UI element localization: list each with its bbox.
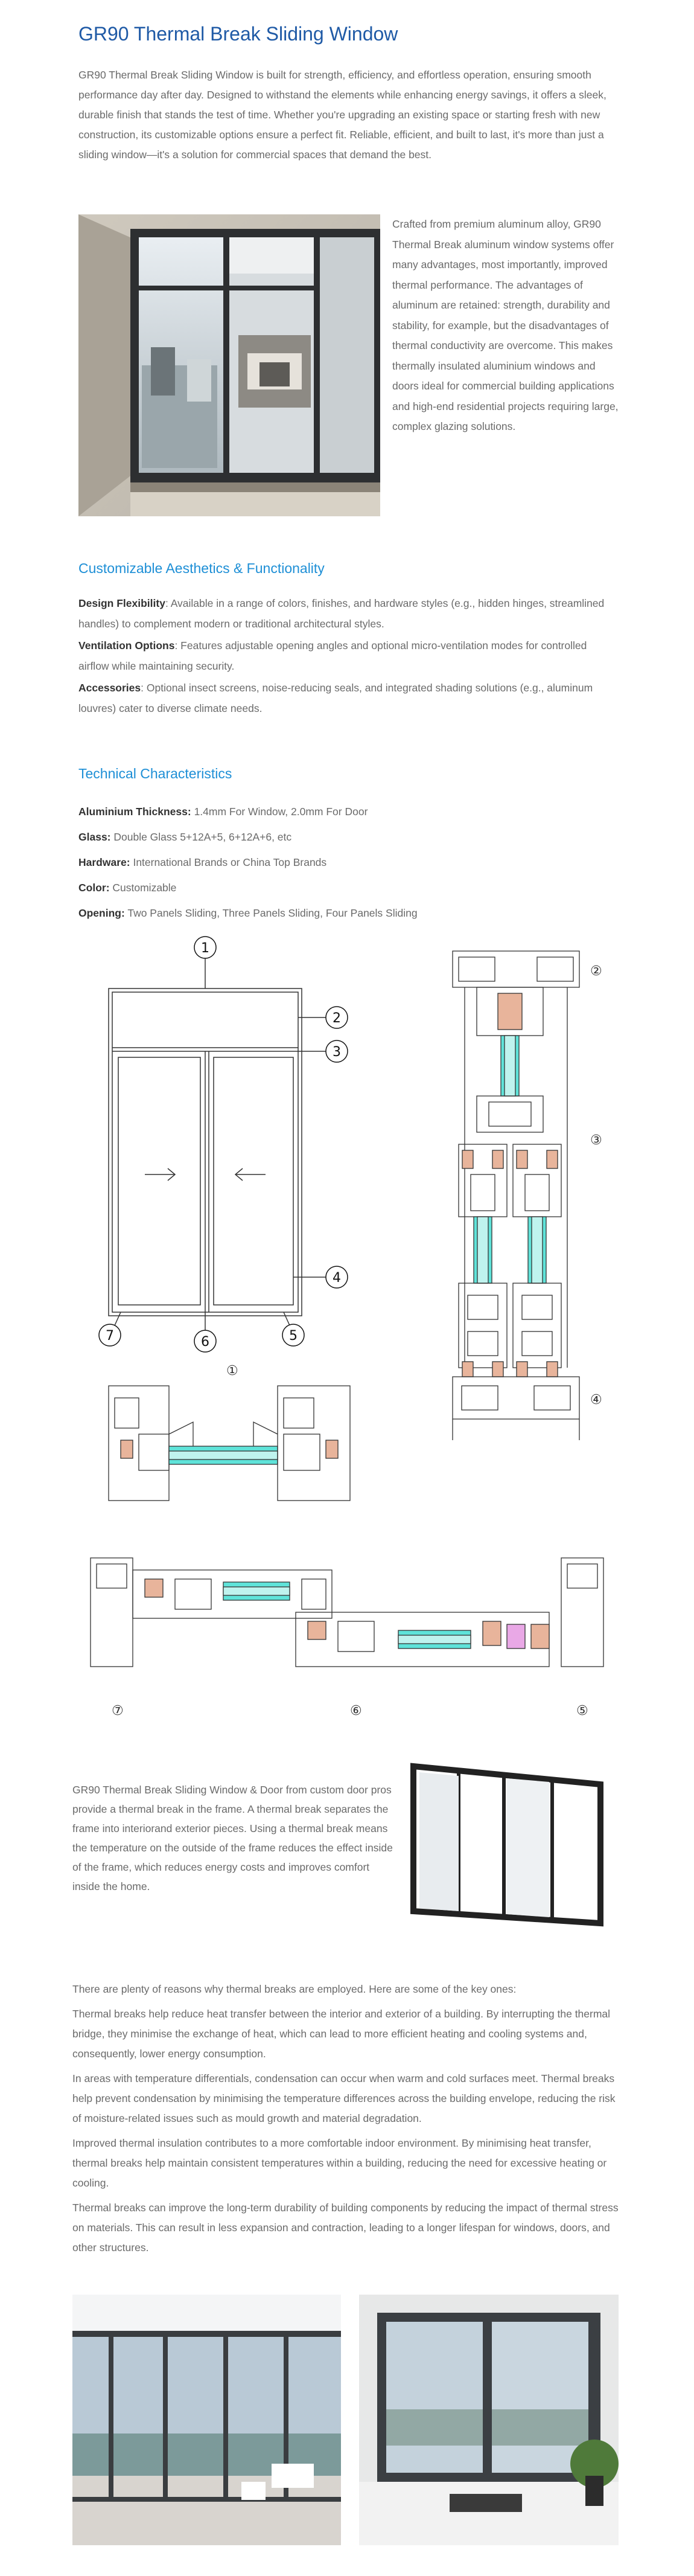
callout-1: 1 xyxy=(201,941,209,956)
hsection-callout-6: ⑥ xyxy=(350,1703,362,1719)
callout-2: 2 xyxy=(333,1011,341,1026)
sliding-door-image xyxy=(401,1760,619,1929)
horizontal-section-drawing: ⑦ ⑥ ⑤ xyxy=(84,1546,616,1727)
item-label: Accessories xyxy=(78,682,141,694)
spec-row: Opening: Two Panels Sliding, Three Panel… xyxy=(78,900,616,926)
section-heading-technical: Technical Characteristics xyxy=(78,766,232,781)
spec-row: Glass: Double Glass 5+12A+5, 6+12A+6, et… xyxy=(78,824,616,850)
spec-label: Aluminium Thickness: xyxy=(78,806,191,818)
callout-7: 7 xyxy=(106,1328,114,1344)
hsection-callout-7: ⑦ xyxy=(112,1703,124,1719)
reason-paragraph: Thermal breaks help reduce heat transfer… xyxy=(72,2008,611,2060)
reasons-section: There are plenty of reasons why thermal … xyxy=(72,1979,619,2258)
reason-paragraph: In areas with temperature differentials,… xyxy=(72,2072,616,2124)
intro-paragraph: GR90 Thermal Break Sliding Window is bui… xyxy=(78,69,606,161)
item-label: Design Flexibility xyxy=(78,597,165,609)
spec-label: Glass: xyxy=(78,831,111,843)
spec-value: International Brands or China Top Brands xyxy=(130,856,327,868)
spec-value: Double Glass 5+12A+5, 6+12A+6, etc xyxy=(110,831,292,843)
head-callout-1: ① xyxy=(226,1363,238,1378)
technical-list: Aluminium Thickness: 1.4mm For Window, 2… xyxy=(78,799,616,926)
elevation-drawing: 1 2 3 4 6 5 7 xyxy=(84,933,374,1362)
spec-value: 1.4mm For Window, 2.0mm For Door xyxy=(191,806,368,818)
section-heading-customizable: Customizable Aesthetics & Functionality xyxy=(78,560,325,576)
callout-5: 5 xyxy=(289,1328,298,1344)
item-text: : Optional insect screens, noise-reducin… xyxy=(78,682,593,714)
item-text: : Available in a range of colors, finish… xyxy=(78,597,605,630)
spec-value: Customizable xyxy=(109,882,177,894)
thermal-break-paragraph: GR90 Thermal Break Sliding Window & Door… xyxy=(72,1784,393,1892)
section-callout-4: ④ xyxy=(590,1392,602,1408)
item-text: : Features adjustable opening angles and… xyxy=(78,639,587,672)
side-paragraph: Crafted from premium aluminum alloy, GR9… xyxy=(392,218,619,432)
spec-row: Aluminium Thickness: 1.4mm For Window, 2… xyxy=(78,799,616,824)
list-item: Accessories: Optional insect screens, no… xyxy=(78,678,616,719)
callout-6: 6 xyxy=(201,1334,209,1350)
reason-paragraph: Improved thermal insulation contributes … xyxy=(72,2137,607,2189)
page-title: GR90 Thermal Break Sliding Window xyxy=(78,23,398,45)
spec-row: Hardware: International Brands or China … xyxy=(78,850,616,875)
callout-4: 4 xyxy=(333,1270,341,1286)
spec-value: Two Panels Sliding, Three Panels Sliding… xyxy=(124,907,418,919)
callout-3: 3 xyxy=(333,1045,341,1060)
section-callout-2: ② xyxy=(590,964,602,979)
section-callout-3: ③ xyxy=(590,1133,602,1148)
item-label: Ventilation Options xyxy=(78,639,175,652)
customizable-list: Design Flexibility: Available in a range… xyxy=(78,593,616,719)
interior-photo-right xyxy=(359,2295,619,2545)
hsection-callout-5: ⑤ xyxy=(576,1703,588,1719)
vertical-section-drawing: ② ③ ④ xyxy=(441,945,616,1458)
head-section-drawing: ① xyxy=(103,1362,362,1519)
list-item: Design Flexibility: Available in a range… xyxy=(78,593,616,634)
reasons-intro: There are plenty of reasons why thermal … xyxy=(72,1983,517,1995)
spec-row: Color: Customizable xyxy=(78,875,616,900)
interior-photo-left xyxy=(72,2295,341,2545)
spec-label: Hardware: xyxy=(78,856,130,868)
window-photo xyxy=(78,214,380,516)
spec-label: Opening: xyxy=(78,907,125,919)
list-item: Ventilation Options: Features adjustable… xyxy=(78,635,616,676)
reason-paragraph: Thermal breaks can improve the long-term… xyxy=(72,2202,619,2254)
spec-label: Color: xyxy=(78,882,110,894)
